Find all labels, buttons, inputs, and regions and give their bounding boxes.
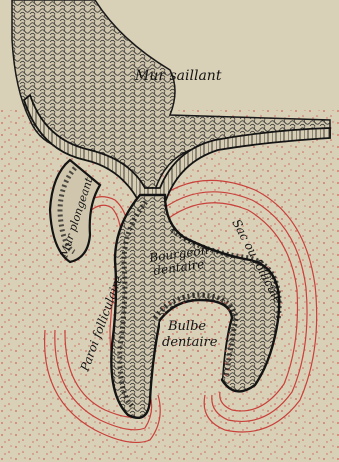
- label-bulbe-2: dentaire: [162, 335, 218, 350]
- label-mur-saillant: Mur saillant: [134, 68, 222, 84]
- label-bulbe-1: Bulbe: [167, 319, 206, 334]
